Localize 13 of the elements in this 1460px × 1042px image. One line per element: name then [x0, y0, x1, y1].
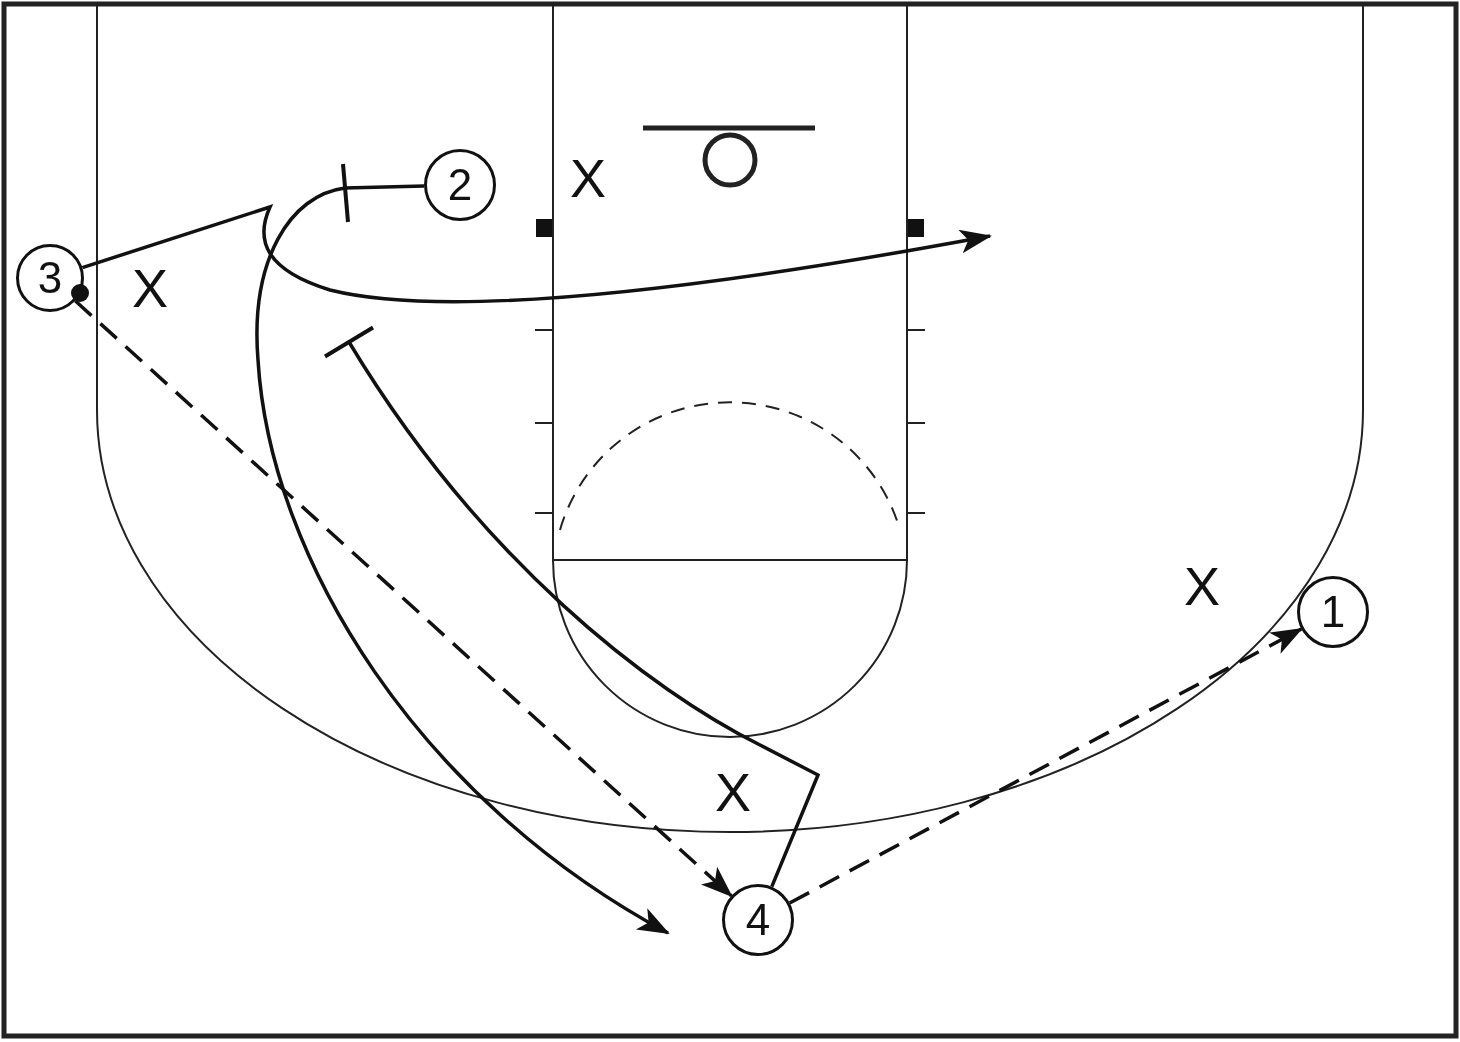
player-circle: 1	[1297, 576, 1369, 648]
defender-mark: X	[1184, 559, 1220, 613]
screen-line	[323, 324, 820, 888]
pass-arrow	[74, 299, 733, 898]
player-circle: 4	[722, 884, 794, 956]
player-circle: 3	[16, 244, 84, 312]
cut-arrow	[81, 205, 992, 304]
defender-mark: X	[715, 765, 751, 819]
defender-mark: X	[570, 151, 606, 205]
defender-mark: X	[132, 261, 168, 315]
player-circle: 2	[424, 149, 496, 221]
cut-arrow	[255, 184, 670, 935]
pass-arrow	[788, 627, 1304, 905]
